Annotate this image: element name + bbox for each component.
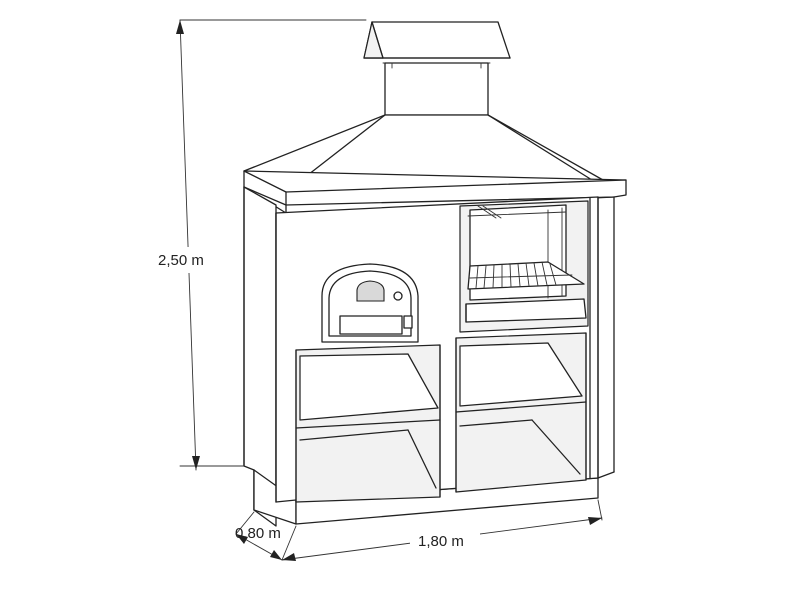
width-dimension bbox=[281, 499, 603, 561]
right-shelves bbox=[455, 332, 587, 493]
depth-label: 0,80 m bbox=[235, 525, 281, 542]
oven-door bbox=[321, 263, 419, 343]
grill-compartment bbox=[459, 200, 589, 333]
left-shelves bbox=[295, 344, 441, 503]
depth-dimension bbox=[235, 511, 297, 561]
chimney bbox=[363, 21, 511, 116]
width-label: 1,80 m bbox=[418, 533, 464, 550]
height-dimension bbox=[150, 19, 367, 471]
height-label: 2,50 m bbox=[158, 252, 204, 269]
